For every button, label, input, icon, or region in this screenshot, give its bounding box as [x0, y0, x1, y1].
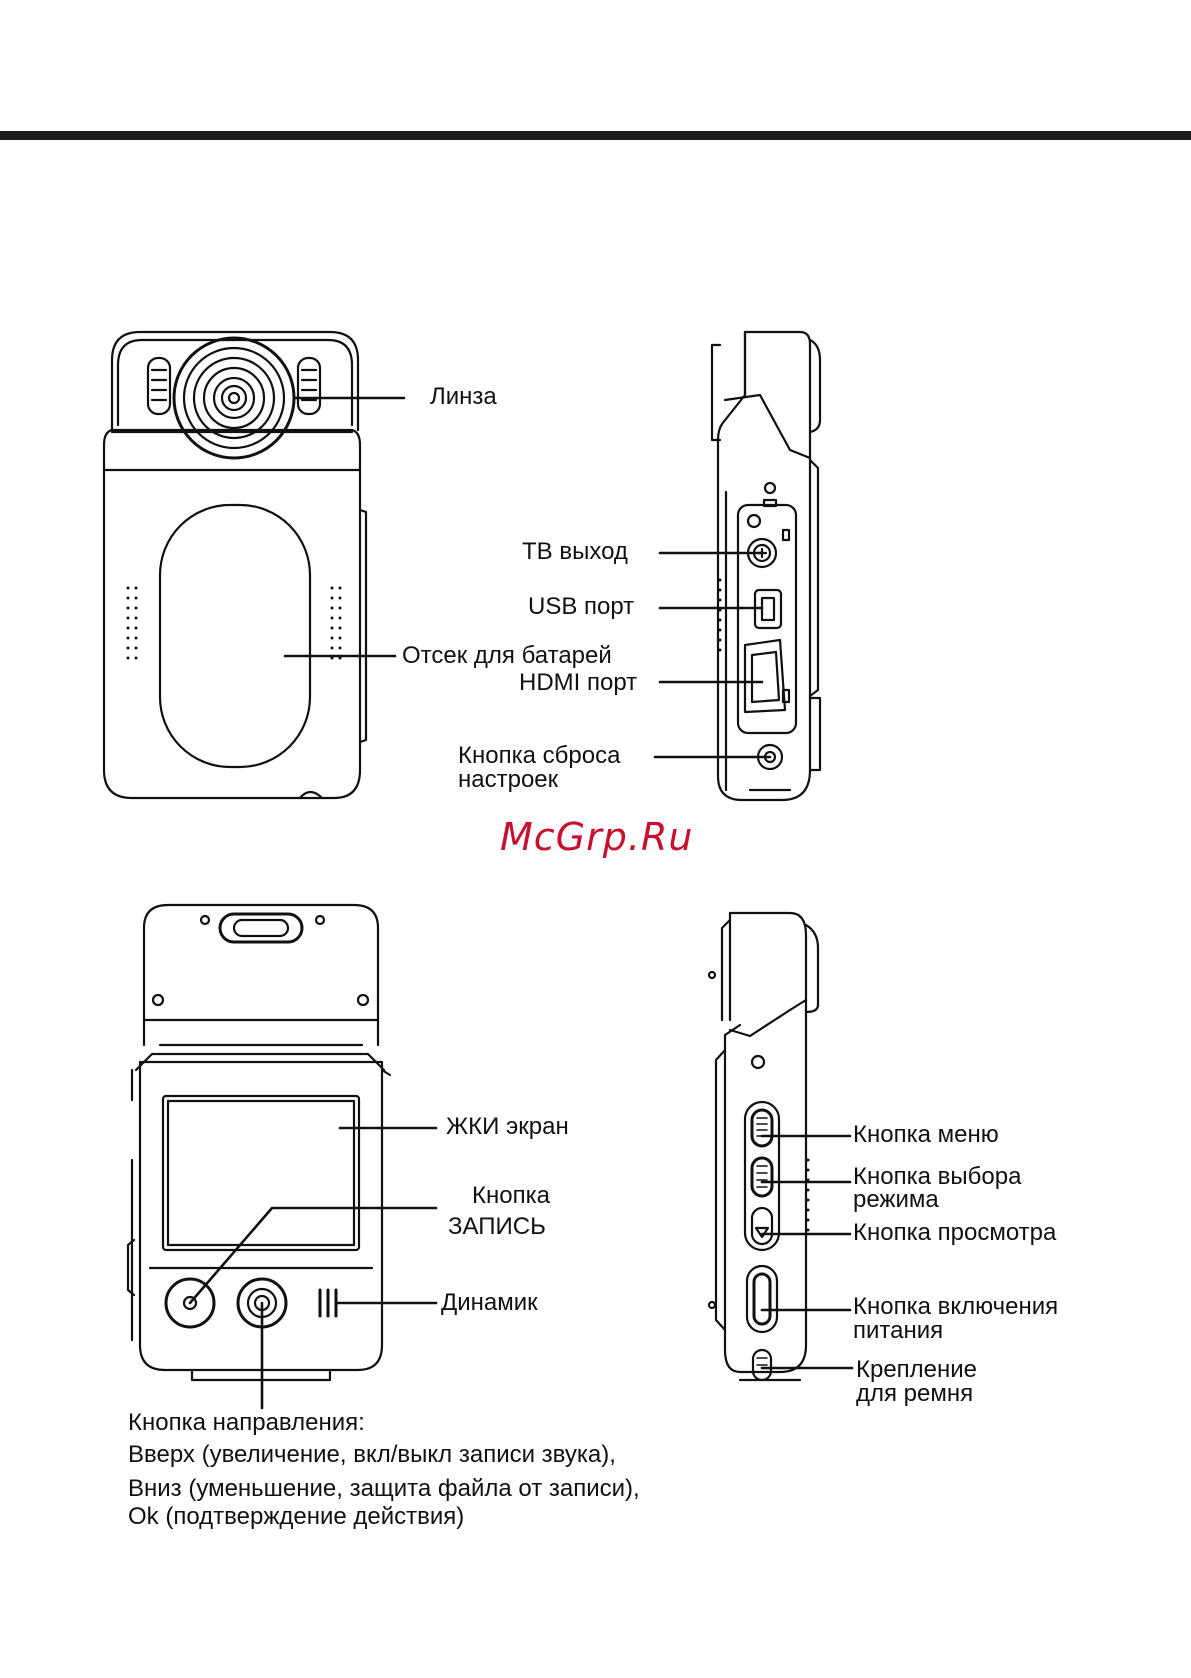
- label-mode-button-line1: Кнопка выбора: [853, 1163, 1022, 1190]
- label-record-button-line2: ЗАПИСЬ: [448, 1213, 546, 1240]
- leader-record: [188, 1206, 438, 1305]
- label-strap-mount-line2: для ремня: [856, 1380, 974, 1407]
- direction-note-line1: Кнопка направления:: [128, 1409, 365, 1436]
- label-hdmi-port: HDMI порт: [519, 669, 638, 696]
- leader-lines: [188, 396, 854, 1410]
- label-battery-compartment: Отсек для батарей: [402, 642, 612, 669]
- label-view-button: Кнопка просмотра: [853, 1219, 1057, 1246]
- label-mode-button-line2: режима: [853, 1186, 939, 1213]
- direction-note-line3: Вниз (уменьшение, защита файла от записи…: [128, 1475, 640, 1502]
- label-menu-button: Кнопка меню: [853, 1121, 999, 1148]
- label-record-button-line1: Кнопка: [472, 1182, 550, 1209]
- label-strap-mount-line1: Крепление: [856, 1356, 978, 1383]
- label-reset-button-line1: Кнопка сброса: [458, 742, 621, 769]
- header-rule: [0, 131, 1191, 140]
- direction-note-line2: Вверх (увеличение, вкл/выкл записи звука…: [128, 1441, 616, 1468]
- camera-front-view: [102, 330, 368, 800]
- camera-back-view: [126, 903, 392, 1382]
- label-tv-out: ТВ выход: [522, 538, 628, 565]
- camera-side-view-ports: [710, 330, 822, 802]
- label-lens: Линза: [430, 383, 497, 410]
- label-power-button-line2: питания: [853, 1317, 944, 1344]
- watermark: McGrp.Ru: [500, 815, 694, 859]
- label-speaker: Динамик: [441, 1289, 538, 1316]
- label-lcd-screen: ЖКИ экран: [446, 1113, 569, 1140]
- label-reset-button-line2: настроек: [458, 766, 559, 793]
- direction-note-line4: Ok (подтверждение действия): [128, 1503, 465, 1530]
- label-usb-port: USB порт: [528, 593, 635, 620]
- label-power-button-line1: Кнопка включения: [853, 1293, 1059, 1320]
